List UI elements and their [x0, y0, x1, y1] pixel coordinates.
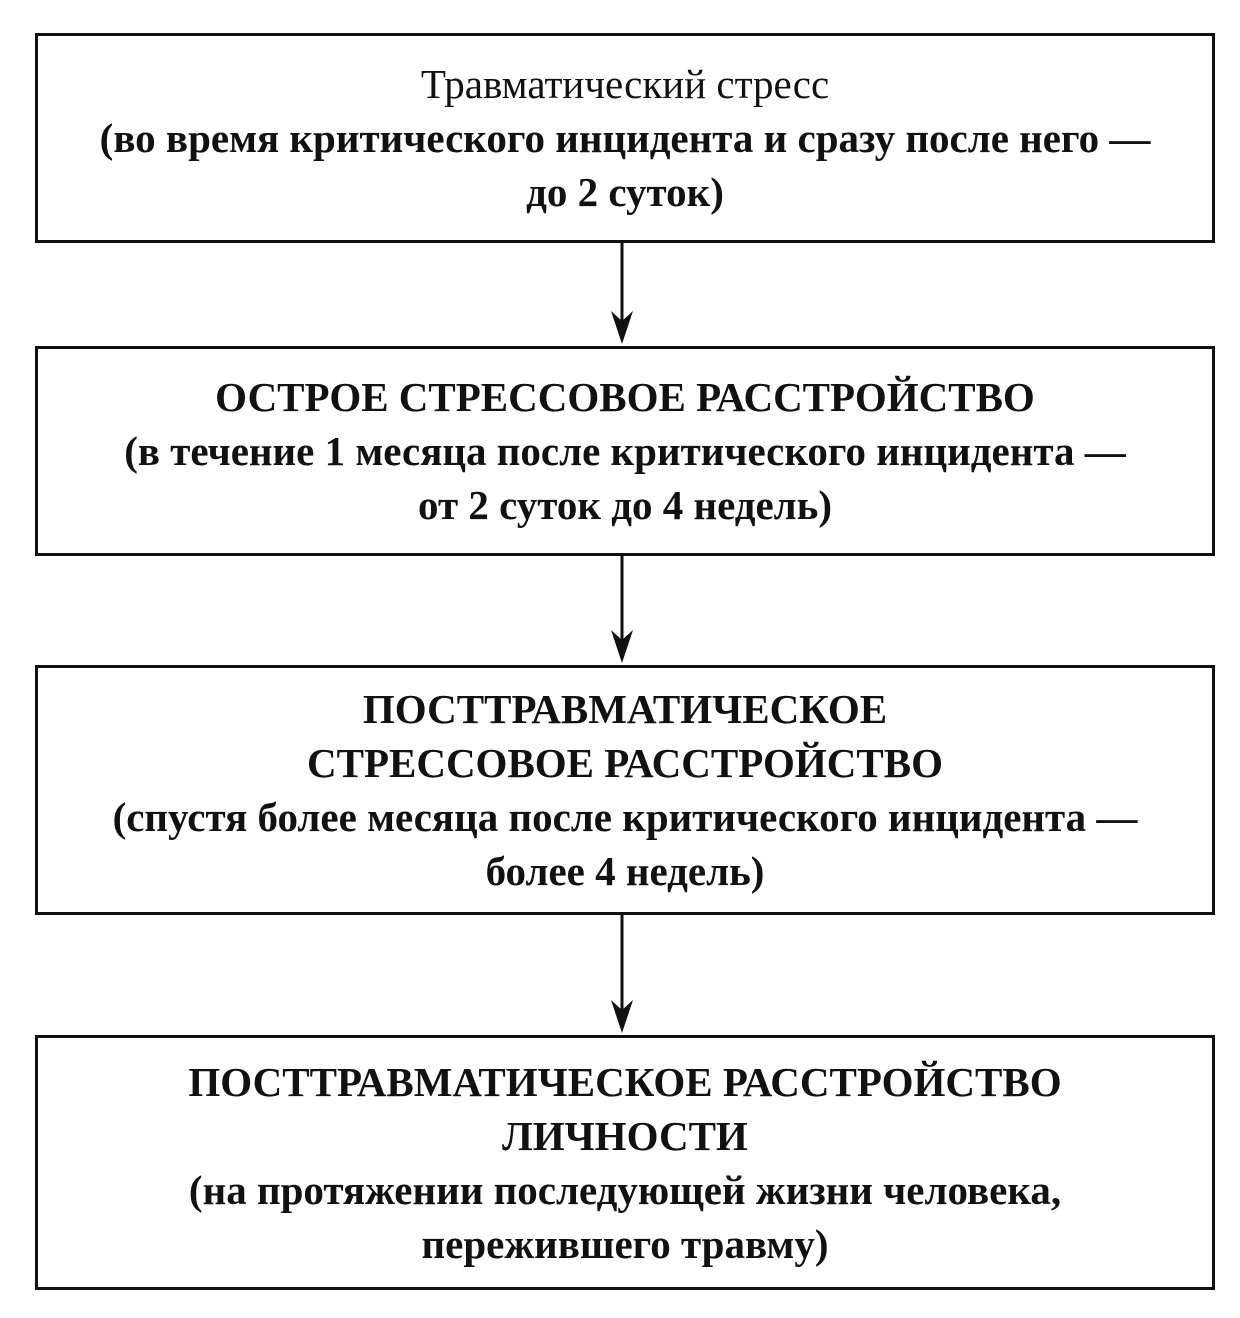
stage-description-line: (в течение 1 месяца после критического и…	[124, 428, 1126, 474]
stage-title-line: ЛИЧНОСТИ	[502, 1112, 748, 1159]
down-arrow-icon	[610, 915, 634, 1035]
stage-description-line: (спустя более месяца после критического …	[112, 794, 1138, 840]
stage-box-ptsd: ПОСТТРАВМАТИЧЕСКОЕ СТРЕССОВОЕ РАССТРОЙСТ…	[35, 665, 1215, 915]
stage-description-line: до 2 суток)	[526, 169, 724, 215]
stage-description-line: от 2 суток до 4 недель)	[417, 482, 833, 528]
stage-box-traumatic-stress: Травматический стресс (во время критичес…	[35, 33, 1215, 243]
stage-description-line: пережившего травму)	[421, 1220, 829, 1267]
stage-title-line: СТРЕССОВОЕ РАССТРОЙСТВО	[306, 740, 943, 786]
stage-title-line: Травматический стресс	[420, 61, 830, 107]
down-arrow-icon	[610, 556, 634, 665]
down-arrow-icon	[610, 243, 634, 346]
stage-title-line: ОСТРОЕ СТРЕССОВОЕ РАССТРОЙСТВО	[215, 374, 1035, 420]
stage-title-line: ПОСТТРАВМАТИЧЕСКОЕ РАССТРОЙСТВО	[188, 1058, 1062, 1105]
stage-description-line: (во время критического инцидента и сразу…	[99, 115, 1151, 161]
stage-box-post-traumatic-personality-disorder: ПОСТТРАВМАТИЧЕСКОЕ РАССТРОЙСТВО ЛИЧНОСТИ…	[35, 1035, 1215, 1290]
stage-description-line: (на протяжении последующей жизни человек…	[188, 1166, 1062, 1213]
stage-title-line: ПОСТТРАВМАТИЧЕСКОЕ	[362, 686, 888, 732]
stage-box-acute-stress-disorder: ОСТРОЕ СТРЕССОВОЕ РАССТРОЙСТВО (в течени…	[35, 346, 1215, 556]
stage-description-line: более 4 недель)	[485, 848, 765, 894]
